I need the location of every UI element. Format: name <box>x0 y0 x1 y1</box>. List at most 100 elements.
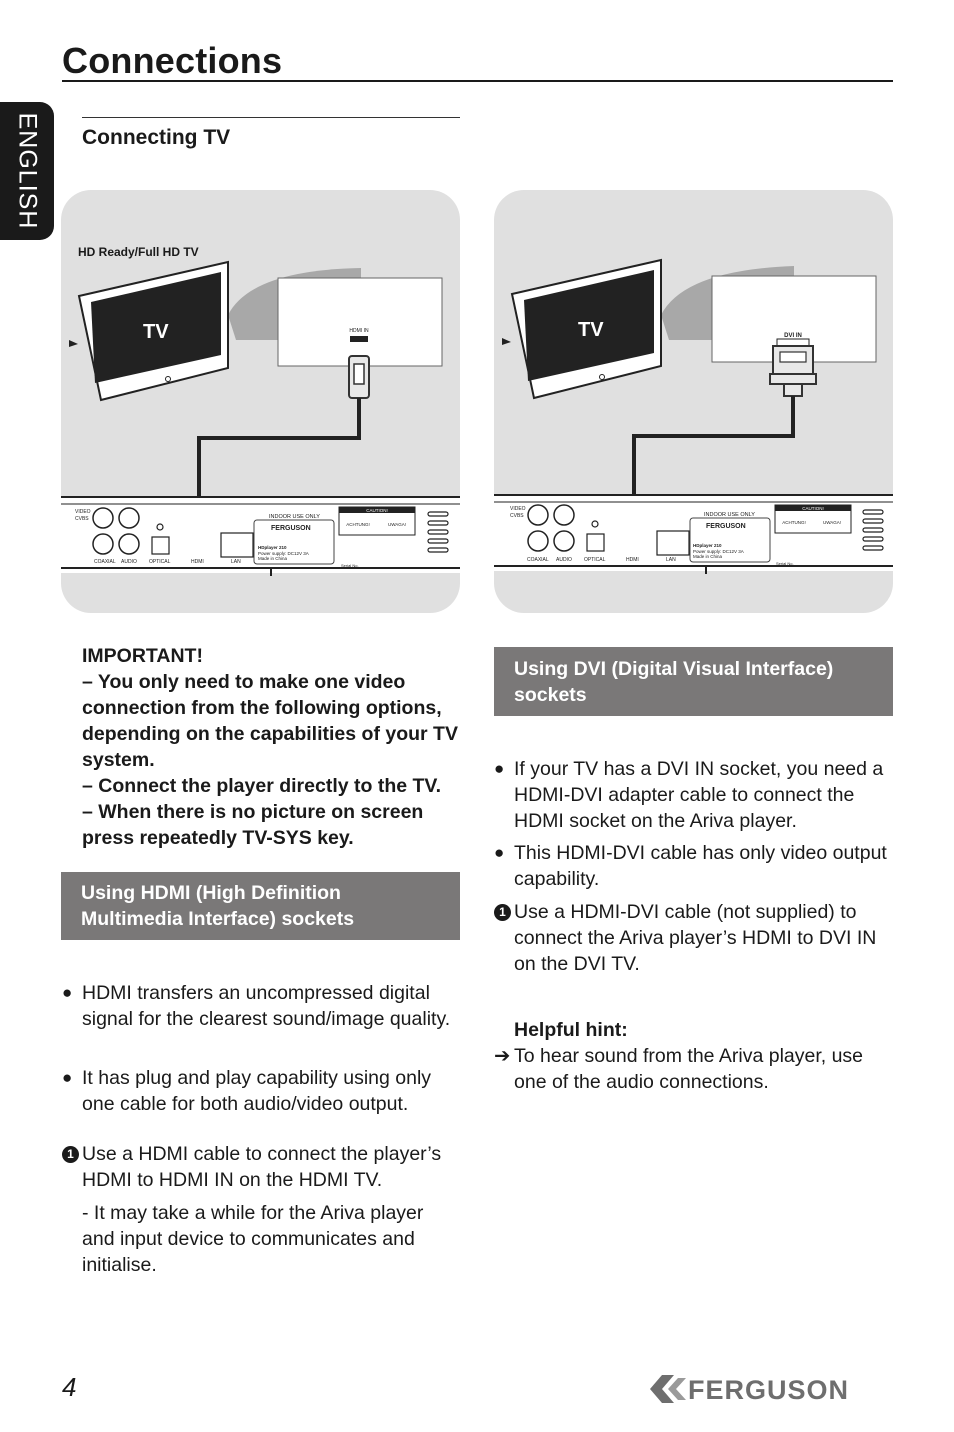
tv-type-label: HD Ready/Full HD TV <box>78 245 199 259</box>
step-number-icon: 1 <box>62 1146 79 1163</box>
optical-port <box>586 533 605 552</box>
caution-label: CAUTION! <box>366 508 388 513</box>
language-tab-label: ENGLISH <box>13 112 42 230</box>
ferguson-logo: FERGUSON <box>648 1372 893 1406</box>
title-divider <box>62 80 893 82</box>
bullet-dot-icon: ● <box>62 983 73 1002</box>
audio-r-jack <box>118 533 140 555</box>
tv-side-arrow <box>502 338 511 345</box>
vent-slot <box>862 545 884 551</box>
logo-wordmark: FERGUSON <box>688 1375 849 1405</box>
dvi-diagram-illustration: TV DVI IN VIDEO CVBS COAXIAL AUDIO OPTIC… <box>494 258 893 574</box>
helpful-hint: Helpful hint: ➔ To hear sound from the A… <box>494 1017 893 1095</box>
vent-slot <box>862 509 884 515</box>
lan-label: LAN <box>231 559 241 565</box>
hdmi-bullet-1: ● HDMI transfers an uncompressed digital… <box>62 980 460 1032</box>
tv-input-panel <box>277 277 443 367</box>
cvbs-jack <box>527 504 549 526</box>
ferguson-plate-label: FERGUSON <box>706 523 746 530</box>
hdmi-connection-diagram: HD Ready/Full HD TV TV HDMI IN VIDEO CVB… <box>61 190 460 613</box>
important-notice: IMPORTANT! – You only need to make one v… <box>82 643 472 851</box>
cvbs-label: CVBS <box>510 513 524 519</box>
language-tab: ENGLISH <box>0 102 54 240</box>
label-plate <box>253 519 335 565</box>
tv-label: TV <box>578 319 604 341</box>
caution-label: CAUTION! <box>802 506 824 511</box>
bullet-dot-icon: ● <box>62 1068 73 1087</box>
achtung-label: ACHTUNG! <box>782 520 806 525</box>
hdmi-step-note-text: - It may take a while for the Ariva play… <box>82 1202 424 1276</box>
dvi-bullet-2: ● This HDMI-DVI cable has only video out… <box>494 840 893 892</box>
tv-screen <box>91 272 221 383</box>
important-line-2: – Connect the player directly to the TV. <box>82 775 442 797</box>
hdmi-label: HDMI <box>191 559 204 565</box>
hdmi-bullet-1-text: HDMI transfers an uncompressed digital s… <box>82 982 451 1030</box>
audio-l-jack <box>553 504 575 526</box>
logo-mark-icon <box>650 1375 674 1403</box>
important-heading: IMPORTANT! <box>82 645 203 667</box>
hdmi-in-port <box>350 336 368 342</box>
achtung-label: ACHTUNG! <box>346 522 370 527</box>
ferguson-logo-graphic: FERGUSON <box>650 1375 849 1405</box>
audio-r-jack <box>553 530 575 552</box>
vent-slot <box>427 520 449 526</box>
uwaga-label: UWAGA! <box>388 522 406 527</box>
hdmi-section-banner: Using HDMI (High Definition Multimedia I… <box>61 872 460 940</box>
tv-power-dot <box>599 374 605 380</box>
serial-label: Serial No. <box>341 563 359 568</box>
lan-label: LAN <box>666 557 676 563</box>
vent-slot <box>862 536 884 542</box>
lan-port <box>656 530 690 556</box>
indoor-label: INDOOR USE ONLY <box>269 514 320 520</box>
dvi-bullet-2-text: This HDMI-DVI cable has only video outpu… <box>514 842 887 890</box>
model-label: HDplayer 210 <box>693 543 722 548</box>
section-divider <box>82 117 460 118</box>
dvi-step-1-text: Use a HDMI-DVI cable (not supplied) to c… <box>514 901 877 975</box>
uwaga-label: UWAGA! <box>823 520 841 525</box>
tv-power-dot <box>165 376 171 382</box>
vent-slot <box>427 511 449 517</box>
power-label: Power supply: DC12V 3A <box>258 551 309 556</box>
audio-l-jack <box>118 507 140 529</box>
serial-label: Serial No. <box>776 561 794 566</box>
made-label: Made in China <box>258 556 288 561</box>
coaxial-label: COAXIAL <box>94 559 116 565</box>
ground-screw <box>591 520 599 528</box>
important-line-1: – You only need to make one video connec… <box>82 671 458 771</box>
arrow-right-icon: ➔ <box>494 1045 511 1067</box>
tv-screen <box>524 270 654 381</box>
optical-label: OPTICAL <box>584 557 606 563</box>
important-line-3: – When there is no picture on screen pre… <box>82 801 424 849</box>
optical-label: OPTICAL <box>149 559 171 565</box>
hdmi-in-label: HDMI IN <box>349 328 369 334</box>
hdmi-label: HDMI <box>626 557 639 563</box>
made-label: Made in China <box>693 554 723 559</box>
hdmi-section-title: Using HDMI (High Definition Multimedia I… <box>81 882 355 930</box>
cvbs-jack <box>92 507 114 529</box>
audio-label: AUDIO <box>121 559 137 565</box>
step-number-icon: 1 <box>494 904 511 921</box>
dvi-bullet-1: ● If your TV has a DVI IN socket, you ne… <box>494 756 893 834</box>
dvi-step-1: 1 Use a HDMI-DVI cable (not supplied) to… <box>494 899 893 977</box>
dvi-section-banner: Using DVI (Digital Visual Interface) soc… <box>494 647 893 716</box>
hdmi-diagram-illustration: HD Ready/Full HD TV TV HDMI IN VIDEO CVB… <box>61 245 460 576</box>
hint-title: Helpful hint: <box>514 1019 628 1041</box>
hdmi-step-1-text: Use a HDMI cable to connect the player’s… <box>82 1143 442 1191</box>
bullet-dot-icon: ● <box>494 759 505 778</box>
section-title: Connecting TV <box>82 126 231 149</box>
power-label: Power supply: DC12V 3A <box>693 549 744 554</box>
tv-side-arrow <box>69 340 78 347</box>
page-title: Connections <box>62 40 283 81</box>
lan-port <box>220 532 254 558</box>
hdmi-dvi-cable <box>632 396 795 498</box>
ground-screw <box>156 523 164 531</box>
coaxial-jack <box>92 533 114 555</box>
video-label: VIDEO <box>75 509 91 515</box>
dvi-bullet-1-text: If your TV has a DVI IN socket, you need… <box>514 758 884 832</box>
cvbs-label: CVBS <box>75 516 89 522</box>
hdmi-bullet-2-text: It has plug and play capability using on… <box>82 1067 432 1115</box>
dvi-connection-diagram: TV DVI IN VIDEO CVBS COAXIAL AUDIO OPTIC… <box>494 190 893 613</box>
coaxial-jack <box>527 530 549 552</box>
label-plate <box>689 517 771 563</box>
vent-slot <box>427 547 449 553</box>
